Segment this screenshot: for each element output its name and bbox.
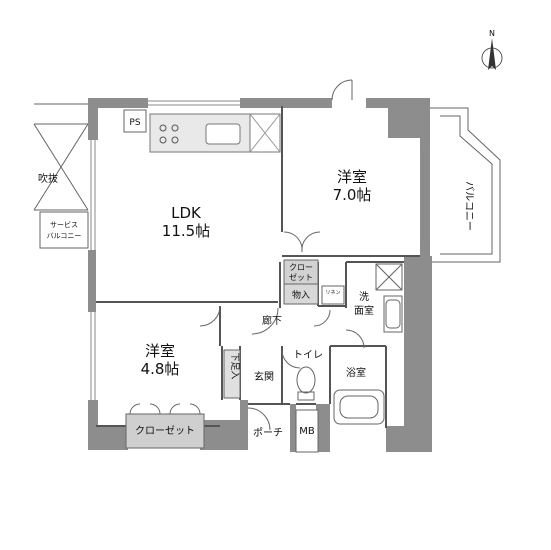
doors bbox=[129, 79, 365, 431]
ps-label: PS bbox=[129, 118, 140, 128]
corridor-label: 廊下 bbox=[262, 314, 282, 327]
shoe-box bbox=[223, 349, 241, 399]
western2-size: 4.8帖 bbox=[141, 360, 180, 378]
balcony-label: バルコニー bbox=[463, 181, 475, 231]
shoe-box-label: 下足入 bbox=[229, 352, 240, 379]
windows bbox=[90, 100, 428, 400]
western1-name: 洋室 bbox=[337, 168, 367, 186]
service-balcony-area bbox=[33, 103, 89, 249]
ldk-name: LDK bbox=[171, 204, 202, 222]
closet-small-label-1: クロー bbox=[289, 263, 313, 272]
closet-large bbox=[125, 413, 205, 449]
outer-walls bbox=[88, 98, 432, 452]
mb-label: MB bbox=[299, 426, 315, 437]
toilet-label: トイレ bbox=[293, 350, 323, 361]
north-label: N bbox=[489, 29, 495, 38]
closet-small-label-2: ゼット bbox=[289, 272, 313, 282]
service-balcony-label-1: サービス bbox=[50, 220, 78, 229]
storage-box bbox=[283, 283, 319, 305]
kitchen-counter bbox=[149, 113, 281, 153]
linen-box bbox=[321, 285, 345, 305]
washroom-label-1: 洗 bbox=[359, 291, 369, 303]
service-balcony-label-2: バルコニー bbox=[47, 232, 82, 240]
closet-small bbox=[283, 259, 319, 285]
bath-fixtures bbox=[296, 263, 403, 425]
linen-label: リネン bbox=[325, 290, 340, 296]
porch-label: ポーチ bbox=[253, 427, 283, 439]
ps-box bbox=[123, 109, 147, 133]
north-compass-icon bbox=[481, 38, 503, 70]
ldk-size: 11.5帖 bbox=[162, 222, 210, 240]
storage-label: 物入 bbox=[292, 289, 310, 301]
washroom-label-2: 面室 bbox=[354, 304, 374, 317]
western2-name: 洋室 bbox=[145, 342, 175, 360]
balcony-area bbox=[430, 107, 501, 263]
western1-size: 7.0帖 bbox=[333, 186, 372, 204]
mb-box bbox=[295, 409, 319, 453]
bathroom-label: 浴室 bbox=[346, 366, 366, 379]
entrance-label: 玄関 bbox=[254, 370, 274, 383]
closet-large-label: クローゼット bbox=[135, 425, 195, 437]
fukinuke-label: 吹抜 bbox=[38, 172, 58, 185]
